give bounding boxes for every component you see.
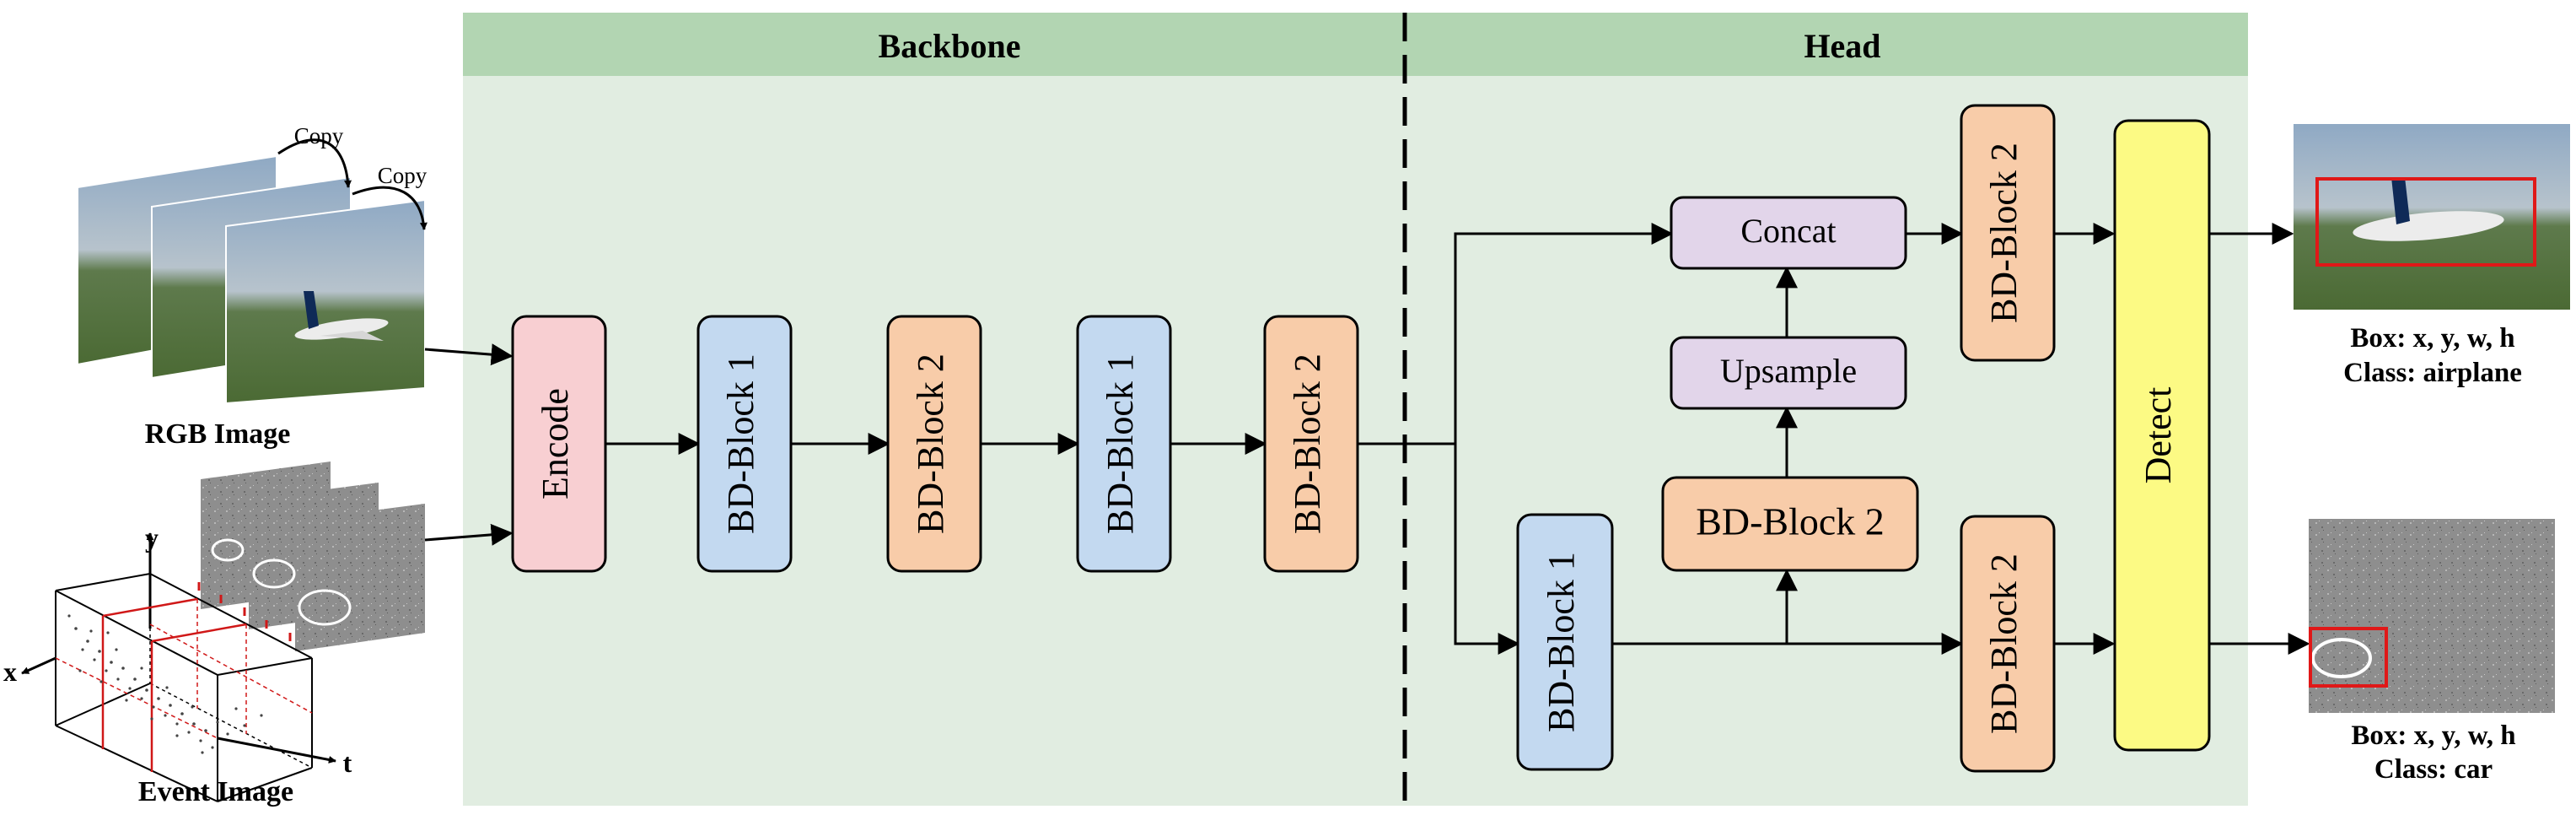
- rgb-image-label: RGB Image: [145, 418, 291, 450]
- block-upsample: Upsample: [1670, 336, 1907, 410]
- output-top-class: Class: airplane: [2343, 358, 2522, 388]
- axis-x-label: x: [3, 656, 17, 687]
- copy-label-2: Copy: [378, 163, 428, 188]
- head-header: [1405, 13, 2248, 76]
- block-bd1-b-label: BD-Block 1: [1100, 354, 1141, 534]
- head-title: Head: [1804, 27, 1880, 65]
- block-concat: Concat: [1670, 196, 1907, 270]
- output-car-image: [2309, 519, 2555, 713]
- event-image-stack: [201, 461, 425, 651]
- output-top-box: Box: x, y, w, h: [2350, 323, 2514, 354]
- block-head-bd2-bottom-label: BD-Block 2: [1983, 553, 2025, 734]
- block-detect: Detect: [2113, 119, 2211, 752]
- block-head-bd2-top-label: BD-Block 2: [1983, 143, 2025, 323]
- block-bd2-b: BD-Block 2: [1263, 315, 1359, 573]
- output-bottom-class: Class: car: [2374, 754, 2493, 785]
- copy-label-1: Copy: [294, 123, 344, 148]
- block-head-bd2-bottom: BD-Block 2: [1960, 515, 2056, 773]
- block-bd2-b-label: BD-Block 2: [1287, 354, 1328, 534]
- block-head-bd2-mid-label: BD-Block 2: [1696, 500, 1885, 543]
- block-bd1-a: BD-Block 1: [696, 315, 793, 573]
- block-head-bd1-label: BD-Block 1: [1541, 552, 1582, 732]
- output-car-bbox: [2309, 627, 2388, 688]
- block-concat-label: Concat: [1740, 212, 1836, 250]
- axis-y-label: y: [145, 522, 159, 553]
- block-bd2-a: BD-Block 2: [886, 315, 982, 573]
- rgb-image-stack: Copy Copy: [77, 123, 428, 405]
- block-head-bd2-top: BD-Block 2: [1960, 104, 2056, 362]
- block-upsample-label: Upsample: [1720, 352, 1857, 390]
- block-bd2-a-label: BD-Block 2: [910, 354, 951, 534]
- copy-arrow-1: [277, 138, 352, 188]
- event-to-encode-arrow: [424, 523, 514, 546]
- output-bottom-box: Box: x, y, w, h: [2351, 721, 2515, 751]
- event-image-label: Event Image: [138, 776, 293, 807]
- block-encode-label: Encode: [535, 388, 576, 499]
- block-bd1-a-label: BD-Block 1: [720, 354, 761, 534]
- rgb-to-encode-arrow: [424, 343, 514, 366]
- backbone-title: Backbone: [879, 27, 1021, 65]
- backbone-out-connector: [1358, 223, 1674, 445]
- block-bd1-b: BD-Block 1: [1076, 315, 1172, 573]
- block-head-bd2-mid: BD-Block 2: [1661, 476, 1919, 572]
- output-airplane-bbox: [2315, 177, 2536, 267]
- output-airplane-image: [2294, 124, 2570, 310]
- backbone-header: [463, 13, 1405, 76]
- axis-t-label: t: [343, 748, 352, 778]
- block-head-bd1: BD-Block 1: [1516, 513, 1614, 771]
- backbone-out-connector-down: [1454, 444, 1520, 655]
- copy-arrow-2: [352, 186, 428, 230]
- block-encode: Encode: [511, 315, 607, 573]
- event-voxel-cube: y x t: [3, 522, 352, 802]
- block-detect-label: Detect: [2138, 387, 2179, 484]
